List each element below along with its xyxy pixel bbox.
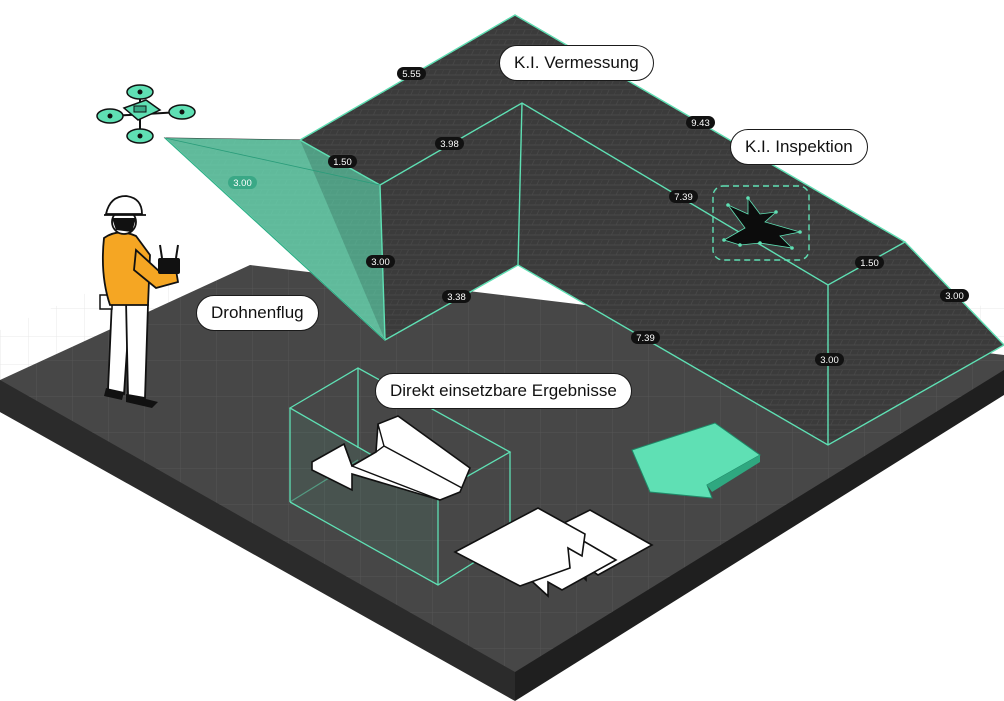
drone-operator-person: [99, 195, 180, 408]
dimension-1-50-left: 1.50: [328, 155, 357, 168]
svg-text:1.50: 1.50: [333, 157, 352, 168]
svg-text:3.00: 3.00: [945, 291, 964, 302]
svg-text:3.98: 3.98: [440, 139, 459, 150]
svg-text:7.39: 7.39: [674, 192, 693, 203]
arrow-to-results-icon: [631, 422, 761, 499]
svg-text:9.43: 9.43: [691, 118, 710, 129]
dimension-3-38: 3.38: [442, 290, 471, 303]
dimension-1-50-right: 1.50: [855, 256, 884, 269]
dimension-7-39-lower: 7.39: [631, 331, 660, 344]
drone-icon: [96, 84, 196, 144]
roof-face-front: [380, 103, 522, 340]
svg-text:5.55: 5.55: [402, 69, 421, 80]
dimension-3-00-hip: 3.00: [940, 289, 969, 302]
results-model-box: [288, 367, 512, 586]
damage-inspection-marker: [712, 185, 810, 261]
label-ki-inspektion: K.I. Inspektion: [730, 129, 868, 165]
drone-scan-beam: [164, 137, 386, 341]
dimension-3-00-right: 3.00: [815, 353, 844, 366]
label-ki-vermessung: K.I. Vermessung: [499, 45, 654, 81]
dimension-3-00-beam: 3.00: [228, 176, 257, 189]
dimension-5-55: 5.55: [397, 67, 426, 80]
svg-text:3.38: 3.38: [447, 292, 466, 303]
label-direkt-einsetzbare-ergebnisse: Direkt einsetzbare Ergebnisse: [375, 373, 632, 409]
svg-text:3.00: 3.00: [371, 257, 390, 268]
svg-text:3.00: 3.00: [820, 355, 839, 366]
svg-text:3.00: 3.00: [233, 178, 252, 189]
svg-text:7.39: 7.39: [636, 333, 655, 344]
label-drohnenflug: Drohnenflug: [196, 295, 319, 331]
dimension-7-39-upper: 7.39: [669, 190, 698, 203]
dimension-3-98: 3.98: [435, 137, 464, 150]
svg-text:1.50: 1.50: [860, 258, 879, 269]
dimension-9-43: 9.43: [686, 116, 715, 129]
results-documents-stack: [453, 507, 654, 598]
dimension-3-00-front: 3.00: [366, 255, 395, 268]
